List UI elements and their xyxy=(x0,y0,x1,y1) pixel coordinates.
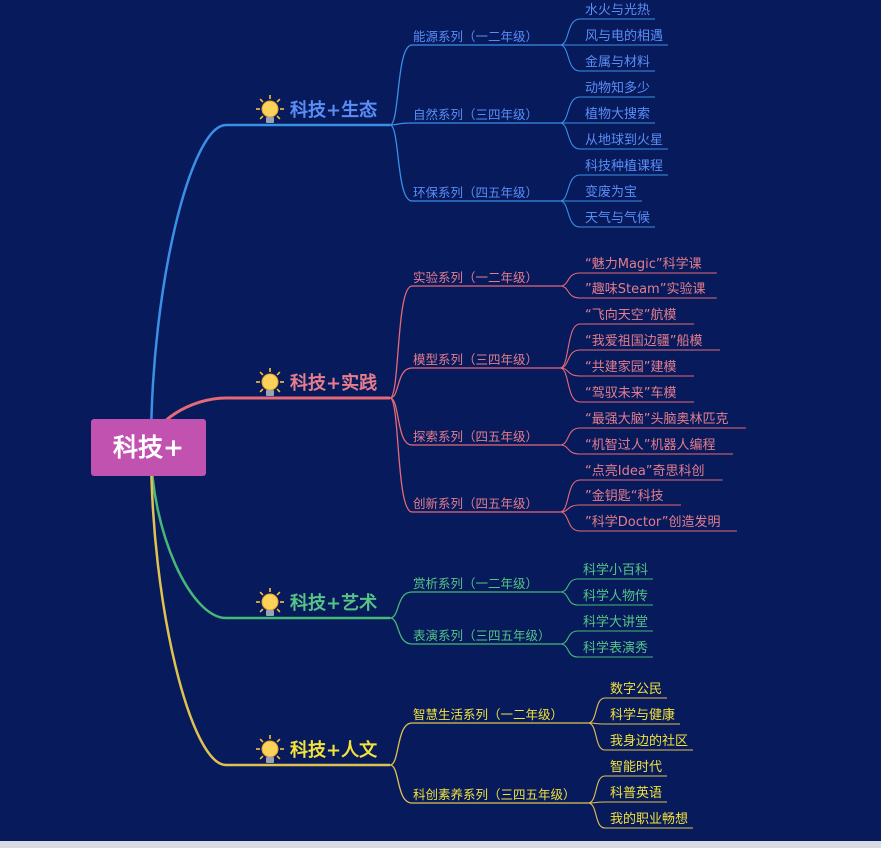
series-label-2-1[interactable]: 表演系列（三四五年级） xyxy=(413,628,551,643)
topic-link-3-0-0 xyxy=(587,697,667,724)
topic-link-2-0-0 xyxy=(559,578,653,593)
lightbulb-icon xyxy=(256,588,284,616)
series-label-0-0[interactable]: 能源系列（一二年级） xyxy=(413,29,538,44)
topic-label-3-0-2[interactable]: 我身边的社区 xyxy=(610,733,688,749)
series-link-1-3 xyxy=(389,397,560,513)
topic-link-0-0-0 xyxy=(559,18,655,46)
topic-link-1-0-1 xyxy=(559,285,717,299)
topic-label-1-1-0[interactable]: “飞向天空”航模 xyxy=(585,307,676,323)
series-label-1-0[interactable]: 实验系列（一二年级） xyxy=(413,270,538,285)
topic-label-2-1-1[interactable]: 科学表演秀 xyxy=(583,640,648,656)
lightbulb-icon xyxy=(256,368,284,396)
topic-link-1-3-1 xyxy=(559,504,681,513)
topic-label-2-1-0[interactable]: 科学大讲堂 xyxy=(583,614,648,630)
series-link-2-0 xyxy=(389,591,560,619)
topic-label-3-1-0[interactable]: 智能时代 xyxy=(610,760,662,775)
topic-link-3-1-1 xyxy=(587,801,667,804)
series-link-3-1 xyxy=(389,764,588,804)
topic-link-1-2-1 xyxy=(559,444,733,455)
topic-label-1-1-2[interactable]: “共建家园”建模 xyxy=(585,359,676,375)
topic-link-1-1-1 xyxy=(559,349,720,369)
topic-label-1-1-3[interactable]: “驾驭未来”车模 xyxy=(585,385,676,401)
series-label-2-0[interactable]: 赏析系列（一二年级） xyxy=(413,576,538,591)
topic-label-3-1-1[interactable]: 科普英语 xyxy=(610,786,662,801)
topic-link-1-1-0 xyxy=(559,323,694,369)
topic-link-1-1-3 xyxy=(559,367,694,403)
topic-label-0-0-0[interactable]: 水火与光热 xyxy=(585,3,650,18)
topic-label-1-2-1[interactable]: “机智过人”机器人编程 xyxy=(585,438,715,453)
topic-link-3-1-0 xyxy=(587,775,667,804)
topic-label-2-0-0[interactable]: 科学小百科 xyxy=(583,562,648,578)
topic-label-3-1-2[interactable]: 我的职业畅想 xyxy=(610,811,688,827)
topic-label-0-2-1[interactable]: 变废为宝 xyxy=(585,184,637,200)
series-label-0-2[interactable]: 环保系列（四五年级） xyxy=(413,185,538,200)
topic-link-1-3-2 xyxy=(559,511,737,532)
topic-label-3-0-0[interactable]: 数字公民 xyxy=(610,682,662,697)
topic-label-0-1-2[interactable]: 从地球到火星 xyxy=(585,133,663,148)
topic-link-3-1-2 xyxy=(587,802,693,829)
branch-label-3[interactable]: 科技+人文 xyxy=(290,739,378,761)
branch-label-0[interactable]: 科技+生态 xyxy=(290,99,377,121)
series-label-1-2[interactable]: 探索系列（四五年级） xyxy=(413,429,538,444)
series-link-1-2 xyxy=(389,397,560,446)
topic-label-0-1-0[interactable]: 动物知多少 xyxy=(585,80,650,96)
topic-link-2-1-0 xyxy=(559,630,653,645)
topic-link-3-0-1 xyxy=(587,722,680,725)
topic-link-0-2-0 xyxy=(559,174,668,202)
topic-label-0-0-2[interactable]: 金属与材料 xyxy=(585,54,650,70)
series-label-3-1[interactable]: 科创素养系列（三四五年级） xyxy=(413,787,576,802)
series-label-0-1[interactable]: 自然系列（三四年级） xyxy=(413,107,538,122)
lightbulb-icon xyxy=(256,95,284,123)
topic-label-1-2-0[interactable]: “最强大脑”头脑奥林匹克 xyxy=(585,412,728,427)
root-link-0 xyxy=(149,123,390,448)
branch-label-1[interactable]: 科技+实践 xyxy=(290,372,377,394)
topic-label-1-3-1[interactable]: ”金钥匙“科技 xyxy=(585,488,663,504)
topic-label-1-1-1[interactable]: “我爱祖国边疆”船模 xyxy=(585,334,702,349)
topic-label-1-3-2[interactable]: ”科学Doctor”创造发明 xyxy=(585,514,721,530)
topic-label-2-0-1[interactable]: 科学人物传 xyxy=(583,588,648,604)
series-link-1-1 xyxy=(389,367,560,399)
topic-label-0-2-2[interactable]: 天气与气候 xyxy=(585,210,650,226)
lightbulb-icon xyxy=(256,735,284,763)
series-link-2-1 xyxy=(389,617,560,645)
topic-link-2-1-1 xyxy=(559,643,653,658)
series-link-0-0 xyxy=(389,44,560,126)
bottom-scrollbar[interactable] xyxy=(0,841,881,848)
series-link-0-2 xyxy=(389,124,560,202)
topic-link-1-1-2 xyxy=(559,367,694,377)
topic-link-1-3-0 xyxy=(559,479,723,513)
series-link-0-1 xyxy=(389,122,560,126)
topic-link-1-0-0 xyxy=(559,272,717,287)
mind-map-nodes: 科技+生态 能源系列（一二年级） 水火与光热风与电的相遇金属与材料自然系列（三四年级… xyxy=(256,3,728,827)
root-link-2 xyxy=(149,446,390,620)
series-label-3-0[interactable]: 智慧生活系列（一二年级） xyxy=(413,707,563,722)
root-link-3 xyxy=(149,446,390,767)
root-node[interactable]: 科技+ xyxy=(91,419,206,476)
topic-link-3-0-2 xyxy=(587,722,693,751)
topic-label-3-0-1[interactable]: 科学与健康 xyxy=(610,707,675,723)
topic-label-0-0-1[interactable]: 风与电的相遇 xyxy=(585,28,663,44)
topic-label-1-3-0[interactable]: “点亮Idea”奇思科创 xyxy=(585,463,705,479)
topic-label-1-0-1[interactable]: ”趣味Steam”实验课 xyxy=(585,281,705,297)
topic-link-2-0-1 xyxy=(559,591,653,606)
series-label-1-1[interactable]: 模型系列（三四年级） xyxy=(413,352,538,367)
topic-link-0-1-0 xyxy=(559,96,655,124)
topic-link-1-2-0 xyxy=(559,427,746,446)
connector-lines xyxy=(149,18,746,829)
series-link-1-0 xyxy=(389,285,560,399)
series-label-1-3[interactable]: 创新系列（四五年级） xyxy=(413,496,538,511)
topic-link-0-1-2 xyxy=(559,122,668,150)
topic-link-0-2-2 xyxy=(559,200,655,228)
branch-label-2[interactable]: 科技+艺术 xyxy=(290,592,377,614)
topic-label-0-1-1[interactable]: 植物大搜索 xyxy=(585,107,650,122)
topic-label-0-2-0[interactable]: 科技种植课程 xyxy=(585,159,663,174)
topic-link-0-0-2 xyxy=(559,44,655,72)
topic-label-1-0-0[interactable]: “魅力Magic”科学课 xyxy=(585,256,702,272)
series-link-3-0 xyxy=(389,722,588,766)
